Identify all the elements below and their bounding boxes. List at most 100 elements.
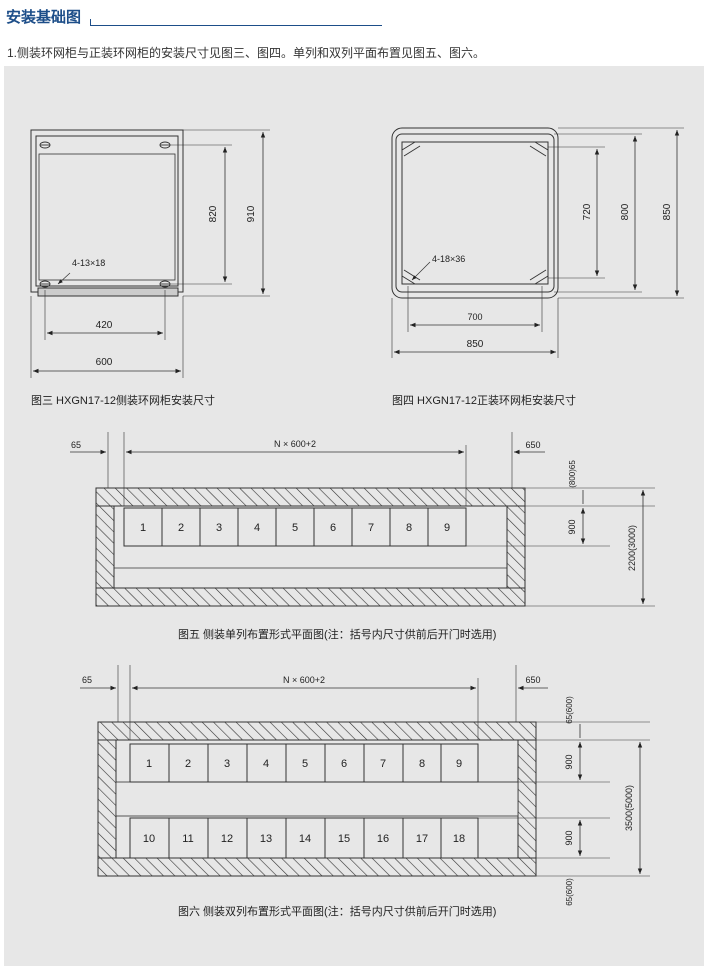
fig6-wall-bottom <box>97 857 537 877</box>
fig6-double-row-layout <box>80 665 650 877</box>
fig5-wall-left <box>95 505 115 589</box>
fig5-cabinet-number: 2 <box>178 522 184 534</box>
fig6-wall-left <box>97 739 117 859</box>
fig3-hole-label: 4-13×18 <box>72 258 105 268</box>
fig5-cabinet-number: 9 <box>444 522 450 534</box>
fig5-cabinet-cell: 5 <box>275 507 315 547</box>
fig4-hole-label: 4-18×36 <box>432 254 465 264</box>
fig6-dim-bottom: 65(600) <box>565 878 574 906</box>
fig6-cabinet-number: 15 <box>338 833 350 845</box>
fig6-cabinet-number: 8 <box>419 758 425 770</box>
fig4-caption: 图四 HXGN17-12正装环网柜安装尺寸 <box>392 395 576 407</box>
fig6-cabinet-cell: 15 <box>324 817 365 859</box>
fig3-dim-height-outer: 910 <box>246 205 257 222</box>
fig5-cabinet-cell: 9 <box>427 507 467 547</box>
fig5-cabinet-cell: 4 <box>237 507 277 547</box>
fig5-single-row-layout <box>70 432 655 607</box>
fig5-wall-bottom <box>95 587 526 607</box>
fig6-cabinet-number: 5 <box>302 758 308 770</box>
fig6-aisle <box>115 781 519 817</box>
fig6-cabinet-number: 11 <box>182 833 193 845</box>
fig6-cabinet-cell: 4 <box>246 743 287 783</box>
fig5-caption: 图五 侧装单列布置形式平面图(注：括号内尺寸供前后开门时选用) <box>178 629 497 641</box>
fig3-inner-frame <box>35 135 179 287</box>
fig6-cabinet-cell: 9 <box>440 743 479 783</box>
fig6-cabinet-number: 14 <box>299 833 311 845</box>
fig5-cabinet-number: 7 <box>368 522 374 534</box>
section-header: 安装基础图 <box>4 3 384 29</box>
fig6-cabinet-number: 6 <box>341 758 347 770</box>
fig5-cabinet-number: 5 <box>292 522 298 534</box>
fig6-cabinet-number: 1 <box>146 758 152 770</box>
fig6-cabinet-cell: 6 <box>324 743 365 783</box>
fig6-cabinet-cell: 10 <box>129 817 170 859</box>
fig4-inner-frame <box>401 141 549 285</box>
fig6-cabinet-number: 10 <box>143 833 155 845</box>
fig4-front-cabinet-drawing <box>391 127 684 358</box>
fig3-caption: 图三 HXGN17-12侧装环网柜安装尺寸 <box>31 395 215 407</box>
section-title: 安装基础图 <box>6 9 82 26</box>
fig5-cabinet-number: 6 <box>330 522 336 534</box>
title-underline <box>90 25 382 26</box>
fig5-trench <box>113 505 508 589</box>
fig5-cabinet-cell: 1 <box>123 507 163 547</box>
fig6-cabinet-cell: 13 <box>246 817 287 859</box>
fig6-cabinet-row-bottom: 10 11 12 13 14 15 16 17 18 <box>129 817 479 859</box>
fig5-cabinet-cell: 3 <box>199 507 239 547</box>
fig3-side-cabinet-drawing <box>30 129 270 378</box>
fig6-cabinet-cell: 5 <box>285 743 326 783</box>
fig6-dim-cell-top: 900 <box>564 754 574 769</box>
fig4-mid-frame <box>395 133 555 293</box>
fig6-cabinet-cell: 16 <box>363 817 404 859</box>
fig6-cabinet-cell: 14 <box>285 817 326 859</box>
fig6-cabinet-number: 18 <box>453 833 465 845</box>
fig4-dim-height-inner: 720 <box>582 203 593 220</box>
title-underline-tick <box>90 19 91 26</box>
fig6-dim-total: 3500(5000) <box>624 785 634 831</box>
fig4-outer-frame <box>391 127 559 299</box>
fig3-inner-panel <box>38 153 176 281</box>
fig6-cabinet-cell: 17 <box>402 817 442 859</box>
fig4-dim-height-outer: 850 <box>662 203 673 220</box>
fig5-cabinet-row: 1 2 3 4 5 6 7 8 9 <box>123 507 467 547</box>
fig6-dim-left: 65 <box>82 675 92 685</box>
fig6-dim-span: N × 600+2 <box>283 675 325 685</box>
fig6-dim-top: 65(600) <box>565 696 574 724</box>
fig3-base-plate <box>37 287 179 297</box>
fig6-cabinet-number: 13 <box>260 833 272 845</box>
fig6-cabinet-number: 9 <box>456 758 462 770</box>
fig6-cabinet-cell: 18 <box>440 817 479 859</box>
fig5-cabinet-cell: 2 <box>161 507 201 547</box>
fig6-cabinet-number: 12 <box>221 833 233 845</box>
fig6-cabinet-cell: 1 <box>129 743 170 783</box>
fig5-cabinet-number: 8 <box>406 522 412 534</box>
fig4-dim-width-outer: 850 <box>467 339 484 350</box>
fig5-wall-top <box>95 487 526 507</box>
fig5-cabinet-number: 4 <box>254 522 260 534</box>
fig6-cabinet-cell: 12 <box>207 817 248 859</box>
fig6-dim-right: 650 <box>525 675 540 685</box>
fig4-dim-width-inner: 700 <box>467 312 482 322</box>
fig6-cabinet-number: 2 <box>185 758 191 770</box>
fig6-cabinet-number: 16 <box>377 833 389 845</box>
fig6-cabinet-cell: 3 <box>207 743 248 783</box>
fig6-cabinet-number: 17 <box>416 833 428 845</box>
fig6-caption: 图六 侧装双列布置形式平面图(注：括号内尺寸供前后开门时选用) <box>178 906 497 918</box>
fig6-wall-top <box>97 721 537 741</box>
fig5-dim-top: (800)65 <box>568 460 577 488</box>
fig3-dim-width-inner: 420 <box>96 320 113 331</box>
fig5-dim-total: 2200(3000) <box>627 525 637 571</box>
fig5-cabinet-number: 3 <box>216 522 222 534</box>
fig5-cabinet-cell: 6 <box>313 507 353 547</box>
intro-text: 1.侧装环网柜与正装环网柜的安装尺寸见图三、图四。单列和双列平面布置见图五、图六… <box>7 46 486 60</box>
fig4-dim-height-mid: 800 <box>620 203 631 220</box>
fig3-dim-height-inner: 820 <box>208 205 219 222</box>
fig5-cabinet-cell: 8 <box>389 507 429 547</box>
fig5-wall-right <box>506 505 526 589</box>
fig6-cabinet-cell: 2 <box>168 743 209 783</box>
fig5-cabinet-number: 1 <box>140 522 146 534</box>
fig6-cabinet-cell: 11 <box>168 817 209 859</box>
fig6-cabinet-cell: 8 <box>402 743 442 783</box>
fig5-dim-span: N × 600+2 <box>274 439 316 449</box>
